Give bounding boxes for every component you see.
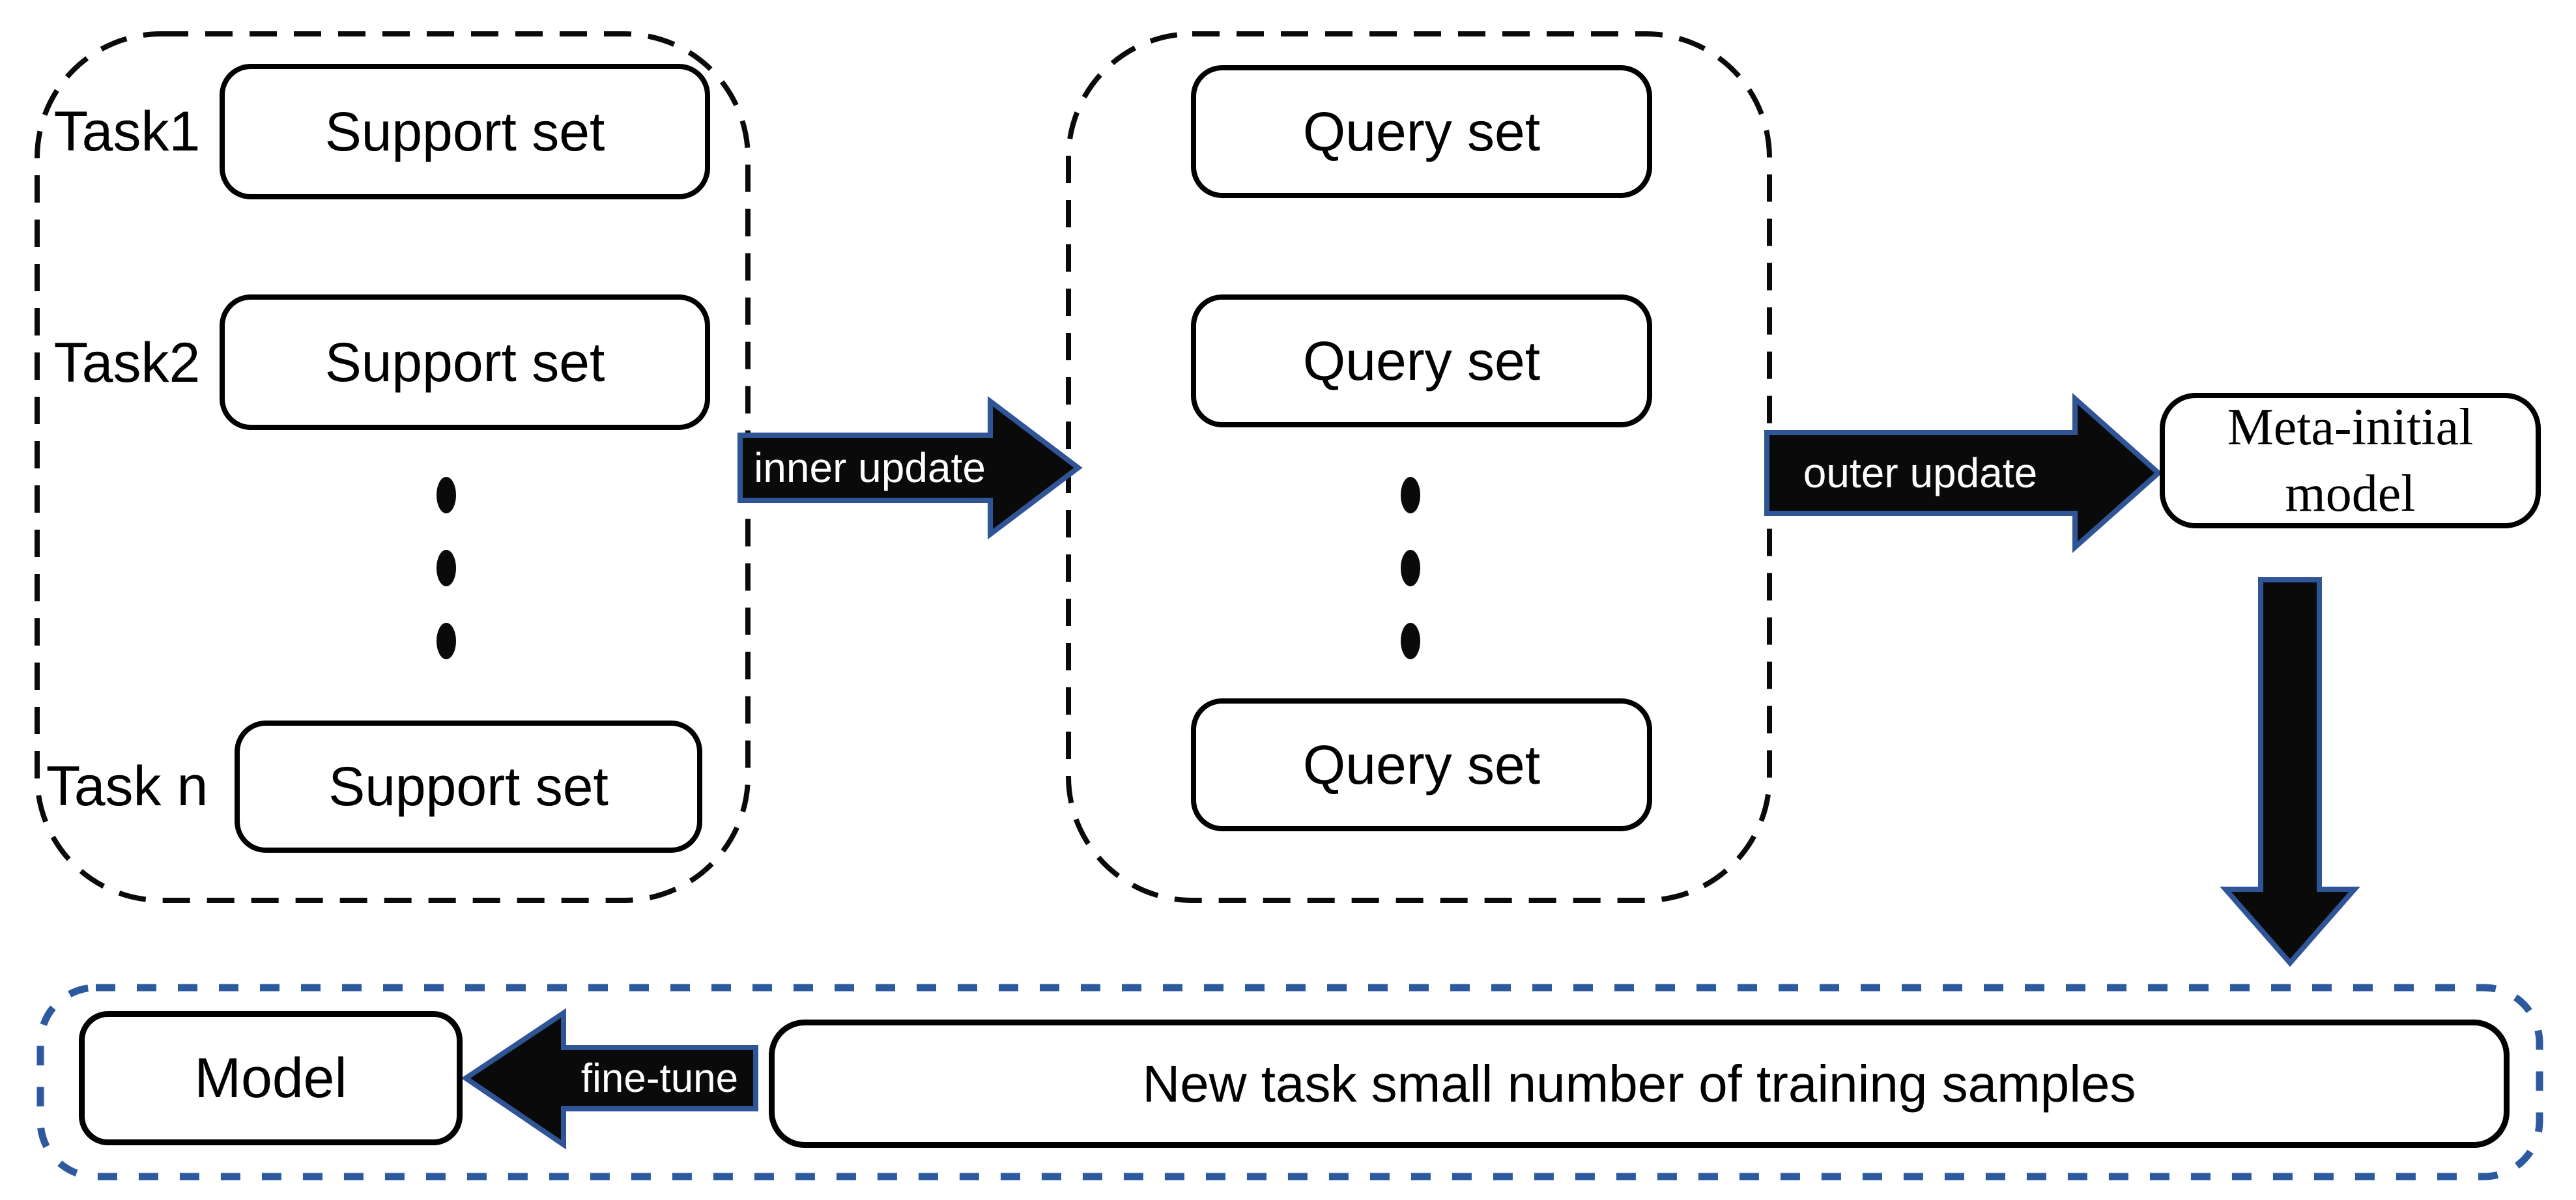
inner-update-arrow-icon xyxy=(737,395,1083,540)
support-set-box-1: Support set xyxy=(220,64,710,199)
ellipsis-dot xyxy=(1401,623,1420,659)
model-box: Model xyxy=(79,1011,463,1145)
task2-label: Task2 xyxy=(53,332,201,394)
ellipsis-dot xyxy=(1401,550,1420,586)
ellipsis-dot xyxy=(436,477,456,513)
finetune-arrow-label: fine-tune xyxy=(580,1055,739,1101)
down-arrow-icon xyxy=(2220,577,2360,967)
ellipsis-dot xyxy=(436,623,456,659)
outer-update-arrow-icon xyxy=(1764,393,2163,553)
new-task-samples-box: New task small number of training sample… xyxy=(769,1020,2510,1148)
support-tasks-dashed-container xyxy=(35,31,751,903)
meta-initial-model-label: Meta-initial model xyxy=(2227,399,2474,522)
support-set-box-2: Support set xyxy=(220,294,710,430)
query-set-box-3: Query set xyxy=(1191,698,1652,831)
ellipsis-dot xyxy=(1401,477,1420,513)
ellipsis-dot xyxy=(436,550,456,586)
task-n-label: Task n xyxy=(46,755,208,818)
query-set-box-2: Query set xyxy=(1191,294,1652,427)
outer-update-arrow-label: outer update xyxy=(1803,450,2038,496)
inner-update-arrow-label: inner update xyxy=(754,444,986,491)
task1-label: Task1 xyxy=(53,100,201,163)
finetune-stage-dashed-container xyxy=(36,984,2543,1180)
support-set-box-3: Support set xyxy=(235,721,702,853)
finetune-arrow-icon xyxy=(461,1008,758,1150)
query-set-box-1: Query set xyxy=(1191,65,1652,198)
meta-initial-model-box: Meta-initial model xyxy=(2160,393,2541,528)
